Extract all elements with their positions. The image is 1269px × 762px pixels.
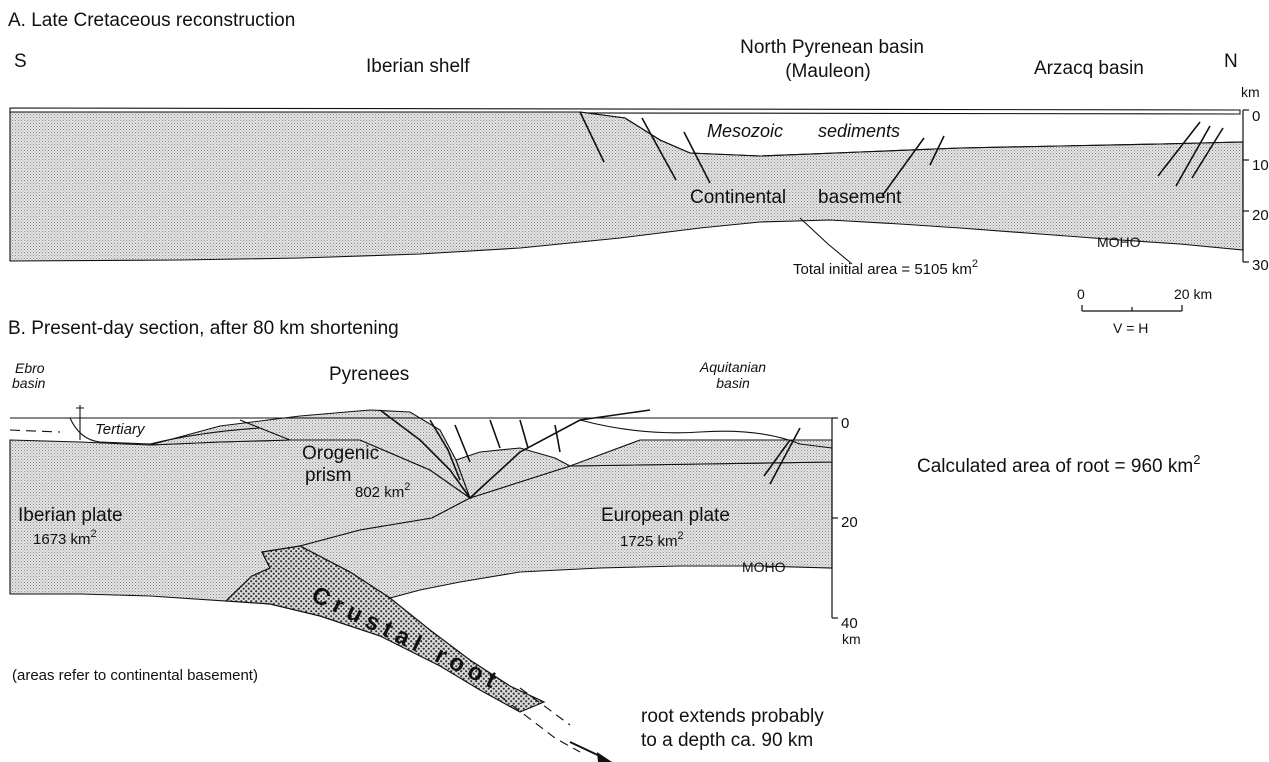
aquitanian-label-1: Aquitanian — [699, 359, 766, 375]
continental-basement-a — [10, 112, 1243, 261]
moho-label-b: MOHO — [742, 559, 786, 575]
aquitanian-label-2: basin — [716, 375, 750, 391]
european-plate-label: European plate — [601, 505, 730, 526]
iberian-plate-label: Iberian plate — [18, 505, 123, 526]
mauleon-label: (Mauleon) — [785, 61, 871, 82]
depth-axis-b: 0 20 40 km — [832, 415, 861, 647]
ebro-label-2: basin — [12, 375, 46, 391]
depth-tick-b-40: 40 — [841, 615, 858, 632]
panel-a-title: A. Late Cretaceous reconstruction — [8, 10, 295, 31]
south-label: S — [14, 51, 27, 72]
scale-ratio: V = H — [1113, 320, 1148, 336]
iberian-shelf-label: Iberian shelf — [366, 56, 470, 77]
orogenic-label: Orogenic — [302, 443, 379, 464]
basement-label: basement — [818, 187, 902, 208]
continental-label: Continental — [690, 187, 786, 208]
depth-unit-a: km — [1241, 84, 1260, 100]
arzacq-basin-label: Arzacq basin — [1034, 58, 1144, 79]
thrust-b6 — [520, 420, 528, 448]
north-pyrenean-basin-label: North Pyrenean basin — [740, 37, 924, 58]
depth-axis-a: km 0 10 20 30 — [1241, 84, 1269, 274]
root-extends-line1: root extends probably — [641, 706, 824, 727]
areas-note: (areas refer to continental basement) — [12, 667, 258, 684]
mesozoic-label: Mesozoic — [707, 121, 783, 141]
panel-b: B. Present-day section, after 80 km shor… — [8, 318, 1200, 762]
thrust-b7 — [555, 425, 560, 452]
total-area-label: Total initial area = 5105 km2 — [793, 258, 978, 278]
area-leader-line — [800, 218, 852, 264]
depth-tick-b-0: 0 — [841, 415, 849, 432]
sediments-label: sediments — [818, 121, 900, 141]
root-arrowhead — [597, 752, 612, 762]
orogenic-area-label: 802 km2 — [355, 481, 410, 501]
crustal-root-label: Crustal root — [307, 581, 506, 696]
depth-tick-b-20: 20 — [841, 514, 858, 531]
scale-bar-zero: 0 — [1077, 286, 1085, 302]
thrust-b4 — [455, 425, 470, 462]
tertiary-label: Tertiary — [95, 421, 146, 438]
pyrenees-label: Pyrenees — [329, 364, 409, 385]
depth-tick-a-20: 20 — [1252, 207, 1269, 224]
iberian-area-label: 1673 km2 — [33, 528, 97, 548]
root-area-label: Calculated area of root = 960 km2 — [917, 452, 1200, 477]
panel-a: A. Late Cretaceous reconstruction S N Ib… — [8, 10, 1269, 278]
prism-label: prism — [305, 465, 351, 486]
depth-tick-a-30: 30 — [1252, 257, 1269, 274]
european-upper-basement — [570, 440, 832, 466]
scale-bar-twenty: 20 km — [1174, 286, 1212, 302]
root-extends-line2: to a depth ca. 90 km — [641, 730, 813, 751]
thrust-b5 — [490, 420, 500, 448]
depth-tick-a-0: 0 — [1252, 108, 1260, 125]
depth-tick-a-10: 10 — [1252, 157, 1269, 174]
panel-b-title: B. Present-day section, after 80 km shor… — [8, 318, 399, 339]
north-label: N — [1224, 51, 1238, 72]
scale-bar: 0 20 km V = H — [1077, 286, 1212, 336]
european-area-label: 1725 km2 — [620, 530, 684, 550]
moho-label-a: MOHO — [1097, 234, 1141, 250]
depth-unit-b: km — [842, 631, 861, 647]
ebro-label-1: Ebro — [15, 360, 45, 376]
dashed-basin-line — [10, 430, 60, 432]
